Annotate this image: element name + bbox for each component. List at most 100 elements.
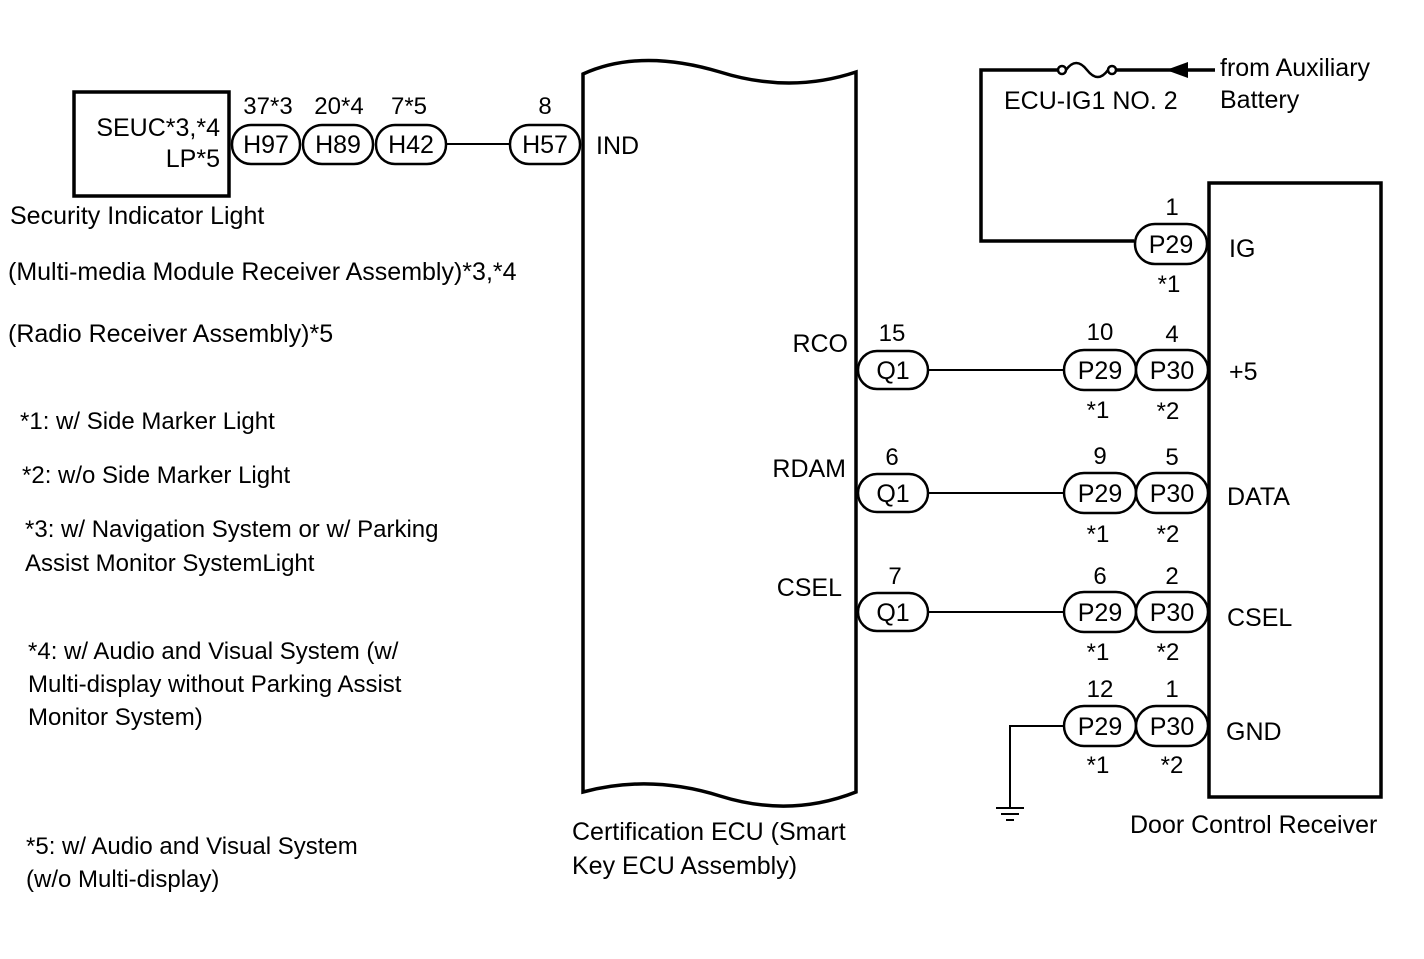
connector-p29-gnd-name: P29 (1078, 713, 1122, 741)
connector-p30-csel-name: P30 (1150, 599, 1194, 627)
security-indicator-inner-line1: SEUC*3,*4 (96, 114, 220, 142)
connector-h89-pin: 20*4 (314, 93, 363, 120)
connector-q1-rdam-name: Q1 (876, 480, 909, 508)
note-4-line1: *4: w/ Audio and Visual System (w/ (28, 638, 399, 665)
power-source-line2: Battery (1220, 86, 1300, 114)
connector-h97-pin: 37*3 (243, 93, 292, 120)
connector-p29-csel-note: *1 (1087, 639, 1110, 666)
connector-p29-data-pin: 9 (1093, 443, 1106, 470)
connector-p29-data: P29 9 *1 (1062, 443, 1138, 548)
certification-ecu-caption-line1: Certification ECU (Smart (572, 818, 846, 846)
ecu-terminal-rdam: RDAM (772, 455, 846, 483)
connector-p29-plus5: P29 10 *1 (1062, 319, 1138, 424)
certification-ecu-body (581, 58, 858, 808)
fuse-icon (1056, 61, 1118, 79)
connector-p30-data-name: P30 (1150, 480, 1194, 508)
door-control-receiver-box (1207, 181, 1383, 799)
note-2: *2: w/o Side Marker Light (22, 462, 290, 489)
connector-p29-data-name: P29 (1078, 480, 1122, 508)
security-indicator-inner-line2: LP*5 (166, 145, 220, 173)
note-3-line1: *3: w/ Navigation System or w/ Parking (25, 516, 439, 543)
connector-p29-ig: P29 1 *1 (1133, 194, 1209, 298)
note-5-line1: *5: w/ Audio and Visual System (26, 833, 358, 860)
ground-icon (996, 725, 1064, 821)
connector-h57-pin: 8 (538, 93, 551, 120)
connector-p30-gnd-pin: 1 (1165, 676, 1178, 703)
connector-h42-pin: 7*5 (391, 93, 427, 120)
security-indicator-alt2: (Radio Receiver Assembly)*5 (8, 320, 333, 348)
connector-p29-gnd: P29 12 *1 (1062, 676, 1138, 779)
wire-ig-feed (979, 68, 1134, 243)
connector-p30-plus5-note: *2 (1157, 398, 1180, 425)
connector-p30-plus5: P30 4 *2 (1134, 321, 1210, 425)
connector-q1-rco-name: Q1 (876, 357, 909, 385)
connector-p29-ig-name: P29 (1149, 231, 1193, 259)
connector-p29-ig-pin: 1 (1165, 194, 1178, 221)
security-indicator-light: SEUC*3,*4 LP*5 Security Indicator Light … (8, 90, 517, 348)
connector-h97-body (230, 123, 302, 166)
certification-ecu: IND RCO RDAM CSEL Certification ECU (Sma… (572, 58, 858, 880)
arrow-icon (1166, 62, 1188, 78)
connector-p30-csel-pin: 2 (1165, 563, 1178, 590)
receiver-terminal-gnd: GND (1226, 718, 1282, 746)
door-control-receiver: IG +5 DATA CSEL GND Door Control Receive… (1130, 181, 1383, 839)
connector-p29-ig-body (1133, 222, 1209, 266)
connector-p29-ig-note: *1 (1158, 271, 1181, 298)
connector-p29-gnd-note: *1 (1087, 752, 1110, 779)
connector-h89-body (301, 123, 375, 166)
connector-h42-name: H42 (388, 131, 434, 159)
connector-h57: H57 8 (508, 93, 582, 166)
connector-q1-csel-name: Q1 (876, 599, 909, 627)
connector-q1-rdam-pin: 6 (885, 444, 898, 471)
connector-p29-plus5-name: P29 (1078, 357, 1122, 385)
connector-p30-csel-note: *2 (1157, 639, 1180, 666)
ecu-terminal-ind: IND (596, 132, 639, 160)
receiver-terminal-ig: IG (1229, 235, 1255, 263)
note-5-line2: (w/o Multi-display) (26, 866, 219, 893)
connector-h97-name: H97 (243, 131, 289, 159)
security-indicator-box (72, 90, 231, 198)
note-4-line3: Monitor System) (28, 704, 203, 731)
connector-p30-gnd-note: *2 (1161, 752, 1184, 779)
connector-p30-data: P30 5 *2 (1134, 444, 1210, 548)
ecu-terminal-csel: CSEL (777, 574, 842, 602)
door-control-receiver-caption: Door Control Receiver (1130, 811, 1377, 839)
fuse-name: ECU-IG1 NO. 2 (1004, 87, 1178, 115)
certification-ecu-caption-line2: Key ECU Assembly) (572, 852, 797, 880)
connector-h42: H42 7*5 (374, 93, 448, 166)
connector-p29-data-note: *1 (1087, 521, 1110, 548)
connector-p29-csel-pin: 6 (1093, 563, 1106, 590)
connector-q1-rco: Q1 15 (856, 320, 930, 391)
connector-p29-csel-name: P29 (1078, 599, 1122, 627)
security-indicator-caption: Security Indicator Light (10, 202, 264, 230)
power-feed: ECU-IG1 NO. 2 from Auxiliary Battery (979, 54, 1371, 243)
connector-p30-csel: P30 2 *2 (1134, 563, 1210, 666)
connector-p29-plus5-pin: 10 (1087, 319, 1114, 346)
connector-p30-gnd-name: P30 (1150, 713, 1194, 741)
connector-p30-plus5-pin: 4 (1165, 321, 1178, 348)
connector-h89-name: H89 (315, 131, 361, 159)
connector-h57-body (508, 123, 582, 166)
connector-h89: H89 20*4 (301, 93, 375, 166)
connector-p29-plus5-note: *1 (1087, 397, 1110, 424)
connector-p30-plus5-name: P30 (1150, 357, 1194, 385)
note-1: *1: w/ Side Marker Light (20, 408, 275, 435)
receiver-terminal-csel: CSEL (1227, 604, 1292, 632)
connector-h97: H97 37*3 (230, 93, 302, 166)
connector-p29-csel: P29 6 *1 (1062, 563, 1138, 666)
ecu-terminal-rco: RCO (792, 330, 848, 358)
connector-q1-csel-pin: 7 (888, 563, 901, 590)
connector-q1-csel: Q1 7 (856, 563, 930, 633)
security-indicator-alt1: (Multi-media Module Receiver Assembly)*3… (8, 258, 517, 286)
connector-p30-data-pin: 5 (1165, 444, 1178, 471)
footnotes: *1: w/ Side Marker Light *2: w/o Side Ma… (20, 408, 439, 893)
receiver-terminal-plus5: +5 (1229, 358, 1258, 386)
connector-q1-rdam: Q1 6 (856, 444, 930, 514)
connector-p30-gnd: P30 1 *2 (1134, 676, 1210, 779)
connector-p29-gnd-pin: 12 (1087, 676, 1114, 703)
connector-h57-name: H57 (522, 131, 568, 159)
receiver-terminal-data: DATA (1227, 483, 1290, 511)
note-3-line2: Assist Monitor SystemLight (25, 550, 315, 577)
connector-p30-data-note: *2 (1157, 521, 1180, 548)
